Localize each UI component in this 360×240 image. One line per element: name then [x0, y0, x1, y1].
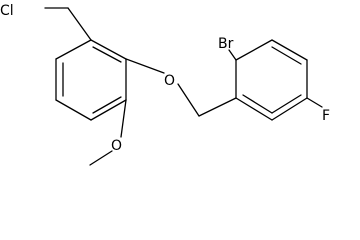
atom-oxygen-methoxy-label: O [111, 138, 122, 154]
bond-right-ring-3-inner [271, 46, 302, 65]
bond-ring-f [306, 97, 323, 108]
bond-o-methyl [89, 150, 113, 166]
bond-left-ring-6 [55, 39, 92, 60]
bond-ch2-right-ring [198, 97, 237, 117]
bond-ring-o-methoxy [120, 99, 127, 138]
bond-left-ring-1-inner [92, 46, 122, 63]
bond-ring-o [125, 58, 165, 74]
bond-right-ring-5 [271, 97, 308, 121]
atom-oxygen-ether-label: O [164, 73, 175, 89]
atom-chlorine-label: Cl [0, 3, 14, 19]
bond-right-ring-3 [271, 39, 308, 61]
bond-left-ring-3 [90, 99, 127, 121]
bond-right-ring-2 [235, 39, 273, 61]
bond-ring-br [228, 49, 237, 61]
atom-bromine-label: Br [218, 36, 234, 52]
bond-right-ring-6 [235, 97, 273, 121]
atom-labels: Cl O O Br F [0, 3, 330, 154]
bond-o-ch2 [177, 83, 200, 117]
bond-right-ring-6-inner [242, 94, 273, 114]
bond-ch2-ring [67, 7, 92, 41]
bond-left-ring-3-inner [92, 96, 122, 114]
molecule-structure: Cl O O Br F [0, 3, 330, 166]
bond-left-ring-4 [55, 99, 92, 121]
bonds [44, 7, 323, 166]
atom-fluorine-label: F [322, 108, 330, 124]
bond-right-ring-5-inner [271, 94, 302, 114]
structure-canvas: Cl O O Br F [0, 3, 331, 166]
bond-left-ring-1 [90, 39, 127, 60]
